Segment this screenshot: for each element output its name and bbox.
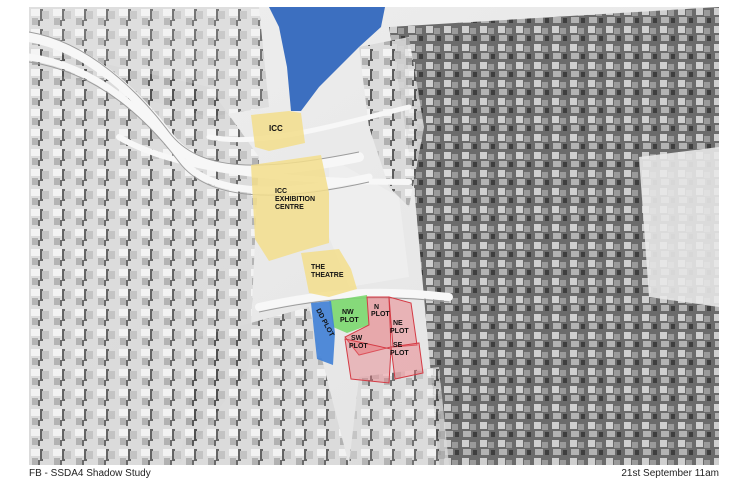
nw-plot: [329, 295, 369, 333]
label-theatre-line1: THE: [311, 264, 325, 271]
label-ne-plot-line2: PLOT: [390, 328, 409, 335]
open-parkland: [329, 157, 409, 287]
footer-date-time: 21st September 11am: [621, 468, 719, 479]
label-n-plot-line1: N: [374, 304, 379, 311]
cbd-buildings: [359, 7, 719, 465]
label-nw-plot-line1: NW: [342, 309, 354, 316]
icc-building: [251, 111, 305, 151]
icc-exhibition-centre: [251, 155, 329, 261]
label-se-plot-line2: PLOT: [390, 350, 409, 357]
label-n-plot-line2: PLOT: [371, 311, 390, 318]
label-theatre-line2: THEATRE: [311, 272, 344, 279]
south-buildings: [179, 307, 449, 465]
label-exhibition-line2: EXHIBITION: [275, 196, 315, 203]
label-icc: ICC: [269, 124, 283, 133]
south-plots: [344, 296, 424, 384]
the-theatre: [301, 249, 357, 297]
shadow-study-map: ICC ICC EXHIBITION CENTRE THE THEATRE NW…: [29, 7, 719, 465]
label-exhibition-line3: CENTRE: [275, 204, 304, 211]
harbour-water: [269, 7, 385, 111]
label-sw-plot-line2: PLOT: [349, 343, 368, 350]
label-ne-plot-line1: NE: [393, 320, 403, 327]
east-open-ground: [639, 147, 719, 307]
label-se-plot-line1: SE: [393, 342, 403, 349]
label-exhibition-line1: ICC: [275, 188, 287, 195]
dd-plot: [311, 301, 335, 365]
label-sw-plot-line1: SW: [351, 335, 363, 342]
label-nw-plot-line2: PLOT: [340, 317, 359, 324]
footer-project-title: FB - SSDA4 Shadow Study: [29, 468, 151, 479]
